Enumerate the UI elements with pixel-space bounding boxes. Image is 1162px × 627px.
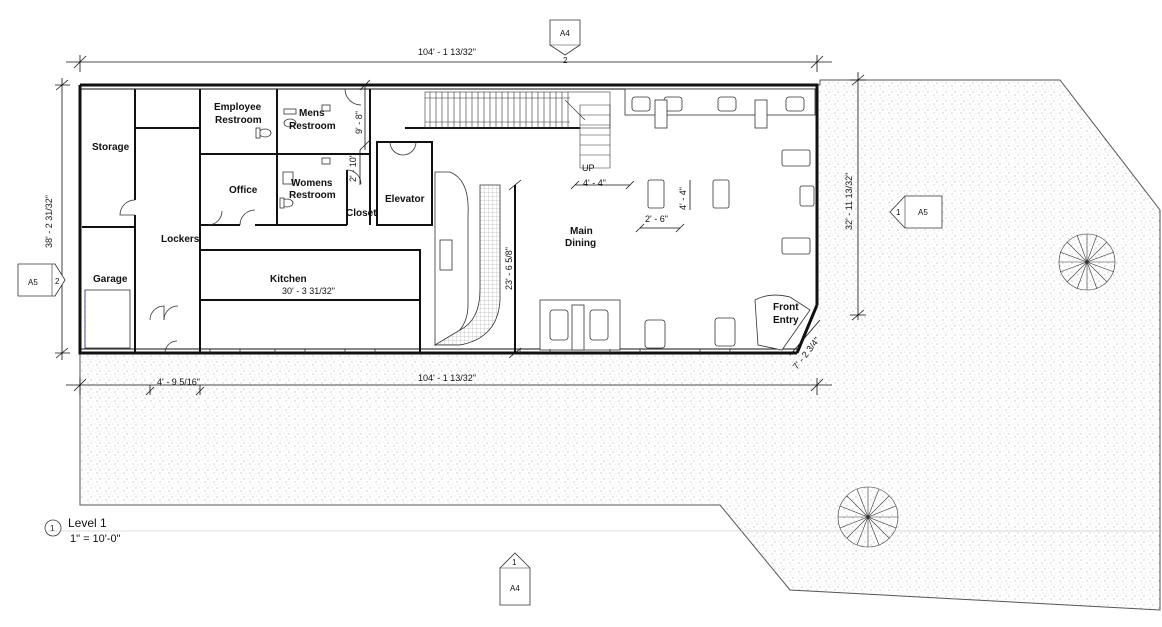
booths [539, 88, 816, 351]
dimension-left-height: 38' - 2 31/32" [44, 195, 54, 248]
view-name: Level 1 [68, 516, 107, 530]
room-label-closet: Closet [346, 208, 377, 219]
section-marker-left: A5 2 [17, 263, 66, 297]
room-label-elevator: Elevator [385, 194, 425, 205]
view-title: 1 Level 1 1" = 10'-0" [44, 516, 1162, 545]
restroom-fixtures [255, 104, 331, 209]
dimension-table-gap: 2' - 6" [645, 214, 668, 224]
section-number-label: 1 [896, 208, 901, 217]
room-label-garage: Garage [93, 274, 128, 285]
section-sheet-label: A5 [918, 208, 928, 217]
section-number-label: 1 [512, 558, 517, 567]
room-label-main-dining: Main [570, 226, 593, 237]
section-sheet-label: A4 [510, 584, 520, 593]
tree-symbol [1058, 233, 1116, 291]
room-label-office: Office [229, 185, 258, 196]
section-sheet-label: A4 [560, 29, 570, 38]
building [78, 83, 819, 355]
entry-vestibule [754, 294, 811, 351]
room-label-main-dining: Dining [565, 238, 596, 249]
room-label-front-entry: Entry [773, 315, 799, 326]
room-label-front-entry: Front [773, 302, 799, 313]
section-number-label: 2 [55, 277, 60, 286]
dimension-mens-height: 9' - 8" [354, 111, 364, 134]
room-label-employee-restroom: Restroom [215, 115, 262, 126]
stair-up-label: UP [582, 163, 595, 173]
view-scale: 1" = 10'-0" [70, 533, 121, 545]
view-number: 1 [50, 524, 55, 533]
room-label-mens-restroom: Restroom [289, 121, 336, 132]
dimension-closet-height: 2' - 10" [348, 154, 358, 182]
exterior-wall [78, 83, 819, 355]
room-label-womens-restroom: Restroom [289, 190, 336, 201]
room-label-lockers: Lockers [161, 234, 200, 245]
dimension-kitchen-width: 30' - 3 31/32" [282, 286, 335, 296]
dimension-table-height: 4' - 4" [678, 187, 688, 210]
windows [209, 349, 731, 353]
tree-symbol [837, 486, 899, 548]
section-marker-bottom: 1 A4 [499, 552, 531, 606]
stair [424, 91, 611, 169]
section-marker-right: 1 A5 [889, 195, 943, 229]
section-sheet-label: A5 [28, 278, 38, 287]
section-marker-top: A4 2 [549, 19, 581, 65]
doors [119, 88, 417, 354]
dimension-top-overall: 104' - 1 13/32" [418, 47, 476, 57]
entry-wall [795, 304, 819, 354]
dimension-lines [55, 55, 866, 396]
room-label-womens-restroom: Womens [291, 178, 333, 189]
room-label-storage: Storage [92, 142, 130, 153]
dimension-bottom-overall: 104' - 1 13/32" [418, 373, 476, 383]
room-label-employee-restroom: Employee [214, 102, 262, 113]
room-label-kitchen: Kitchen [270, 274, 307, 285]
kitchen-counter [433, 171, 501, 346]
dimension-table-width: 4' - 4" [583, 178, 606, 188]
dimension-right-height: 32' - 11 13/32" [844, 173, 854, 230]
room-label-mens-restroom: Mens [299, 108, 325, 119]
dining-tables [647, 149, 815, 255]
dimension-door-width: 4' - 9 5/16" [157, 377, 200, 387]
section-number-label: 2 [563, 56, 568, 65]
dimension-dining-height: 23' - 6 5/8" [504, 247, 514, 290]
